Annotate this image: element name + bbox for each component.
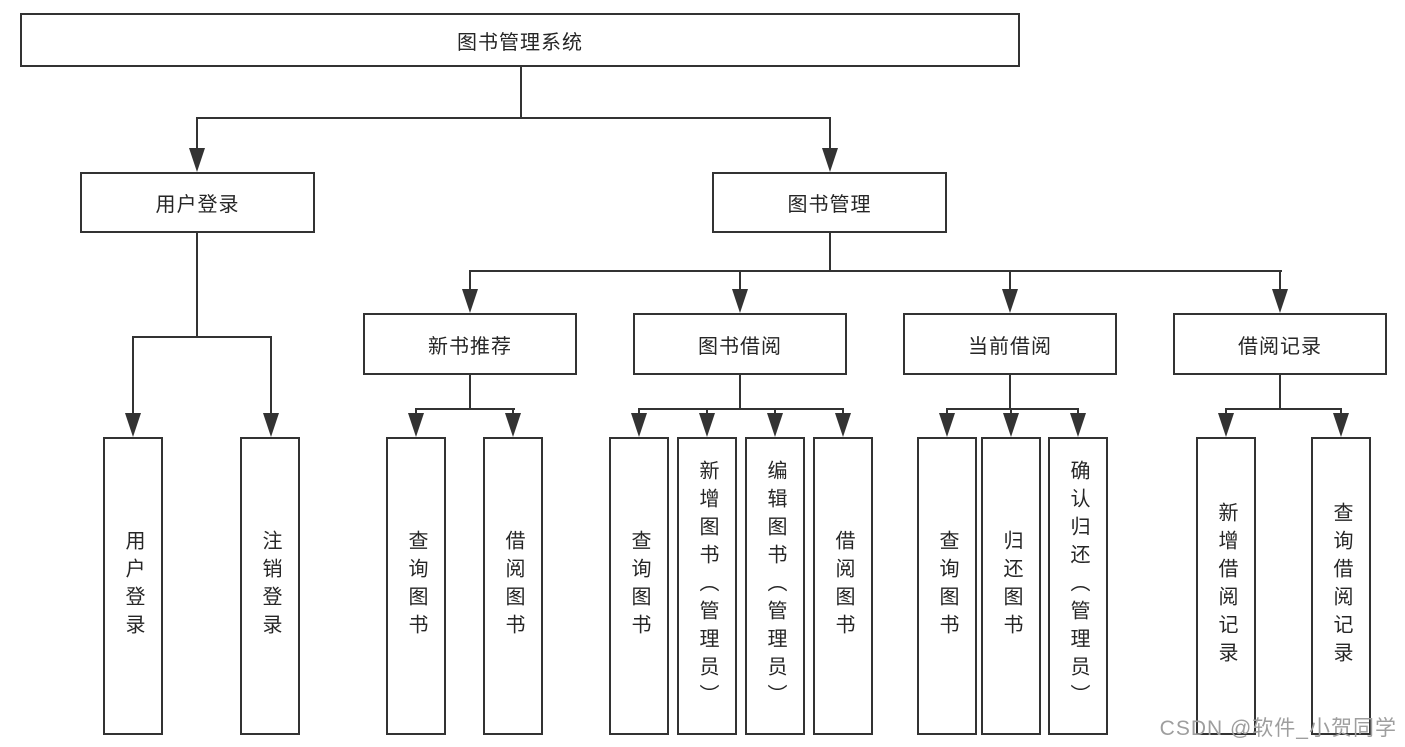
- node-borrowing-records: 借阅记录: [1173, 313, 1387, 375]
- leaf-current-return-books-label: 归还图书: [1000, 530, 1022, 642]
- arrow-down-icon: [263, 413, 279, 437]
- connector-line: [739, 270, 741, 292]
- node-new-book-recommendation: 新书推荐: [363, 313, 577, 375]
- leaf-records-query-record-label: 查询借阅记录: [1330, 502, 1352, 670]
- node-book-management: 图书管理: [712, 172, 947, 233]
- node-current-borrowing-label: 当前借阅: [968, 335, 1052, 358]
- leaf-recommend-query-books: 查询图书: [386, 437, 446, 735]
- node-book-management-label: 图书管理: [787, 194, 872, 216]
- arrow-down-icon: [1070, 413, 1086, 437]
- leaf-user-login-label: 用户登录: [122, 530, 144, 642]
- leaf-borrow-query-books: 查询图书: [609, 437, 669, 735]
- node-root-label: 图书管理系统: [457, 31, 583, 54]
- arrow-down-icon: [699, 413, 715, 437]
- leaf-logout-login: 注销登录: [240, 437, 300, 735]
- connector-line: [415, 408, 515, 410]
- arrow-down-icon: [767, 413, 783, 437]
- connector-line: [469, 270, 1282, 272]
- connector-line: [1225, 408, 1342, 410]
- leaf-borrow-query-books-label: 查询图书: [628, 530, 650, 642]
- connector-line: [469, 270, 471, 292]
- connector-line: [132, 336, 134, 416]
- connector-line: [132, 336, 272, 338]
- node-current-borrowing: 当前借阅: [903, 313, 1117, 375]
- arrow-down-icon: [631, 413, 647, 437]
- arrow-down-icon: [1002, 289, 1018, 313]
- arrow-down-icon: [822, 148, 838, 172]
- node-user-login: 用户登录: [80, 172, 315, 233]
- leaf-current-query-books: 查询图书: [917, 437, 977, 735]
- arrow-down-icon: [1218, 413, 1234, 437]
- leaf-current-query-books-label: 查询图书: [936, 530, 958, 642]
- leaf-logout-login-label: 注销登录: [259, 530, 281, 642]
- leaf-borrow-add-books-admin: 新增图书（管理员）: [677, 437, 737, 735]
- node-root: 图书管理系统: [20, 13, 1020, 67]
- connector-line: [1279, 375, 1281, 410]
- arrow-down-icon: [505, 413, 521, 437]
- connector-line: [469, 375, 471, 410]
- leaf-borrow-add-books-admin-label: 新增图书（管理员）: [696, 460, 718, 712]
- arrow-down-icon: [1003, 413, 1019, 437]
- node-borrowing-records-label: 借阅记录: [1238, 335, 1322, 358]
- leaf-current-confirm-return-admin-label: 确认归还（管理员）: [1067, 460, 1089, 712]
- connector-line: [1279, 270, 1281, 292]
- arrow-down-icon: [939, 413, 955, 437]
- leaf-user-login: 用户登录: [103, 437, 163, 735]
- node-book-borrowing-label: 图书借阅: [698, 335, 782, 358]
- leaf-records-add-record-label: 新增借阅记录: [1215, 502, 1237, 670]
- leaf-records-query-record: 查询借阅记录: [1311, 437, 1371, 735]
- arrow-down-icon: [189, 148, 205, 172]
- leaf-recommend-query-books-label: 查询图书: [405, 530, 427, 642]
- leaf-records-add-record: 新增借阅记录: [1196, 437, 1256, 735]
- leaf-recommend-borrow-books-label: 借阅图书: [502, 530, 524, 642]
- connector-line: [946, 408, 1079, 410]
- connector-line: [520, 67, 522, 119]
- leaf-recommend-borrow-books: 借阅图书: [483, 437, 543, 735]
- arrow-down-icon: [408, 413, 424, 437]
- leaf-current-return-books: 归还图书: [981, 437, 1041, 735]
- node-book-borrowing: 图书借阅: [633, 313, 847, 375]
- connector-line: [196, 117, 831, 119]
- arrow-down-icon: [1272, 289, 1288, 313]
- arrow-down-icon: [1333, 413, 1349, 437]
- node-user-login-label: 用户登录: [155, 194, 240, 216]
- connector-line: [829, 233, 831, 272]
- connector-line: [196, 117, 198, 150]
- leaf-borrow-borrow-books-label: 借阅图书: [832, 530, 854, 642]
- connector-line: [196, 233, 198, 338]
- node-new-book-recommendation-label: 新书推荐: [428, 335, 512, 358]
- arrow-down-icon: [835, 413, 851, 437]
- connector-line: [829, 117, 831, 150]
- arrow-down-icon: [125, 413, 141, 437]
- arrow-down-icon: [732, 289, 748, 313]
- connector-line: [1009, 375, 1011, 410]
- leaf-current-confirm-return-admin: 确认归还（管理员）: [1048, 437, 1108, 735]
- arrow-down-icon: [462, 289, 478, 313]
- connector-line: [739, 375, 741, 410]
- watermark-text: CSDN @软件_小贺同学: [1159, 717, 1397, 740]
- connector-line: [270, 336, 272, 416]
- leaf-borrow-edit-books-admin: 编辑图书（管理员）: [745, 437, 805, 735]
- leaf-borrow-borrow-books: 借阅图书: [813, 437, 873, 735]
- leaf-borrow-edit-books-admin-label: 编辑图书（管理员）: [764, 460, 786, 712]
- connector-line: [1009, 270, 1011, 292]
- connector-line: [638, 408, 844, 410]
